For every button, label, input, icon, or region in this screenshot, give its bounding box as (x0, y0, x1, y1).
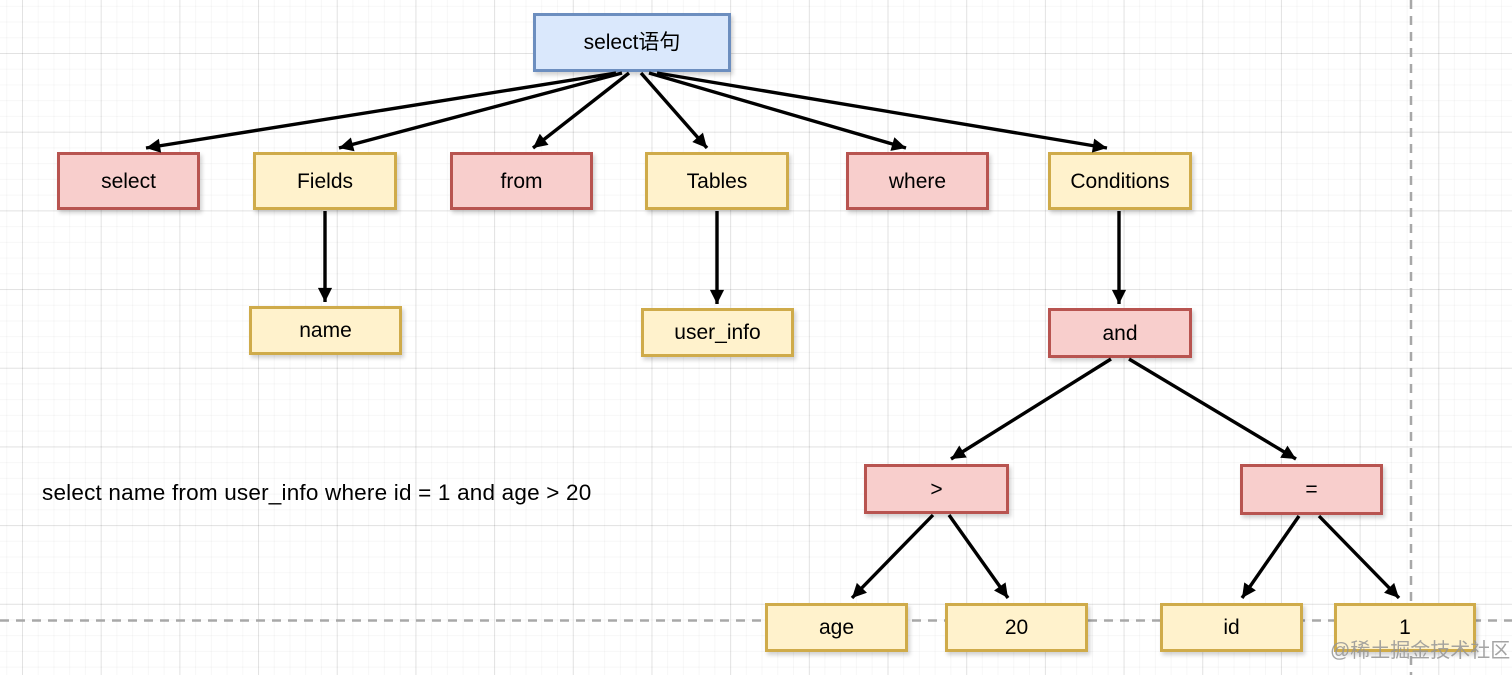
node-user-info-table: user_info (641, 308, 794, 357)
edge-and-eq (1128, 357, 1297, 461)
edge-root-select (145, 71, 617, 153)
node-20-operand: 20 (945, 603, 1088, 652)
edge-root-tables (639, 71, 709, 150)
node-conditions: Conditions (1048, 152, 1192, 210)
node-name-field: name (249, 306, 402, 355)
edge-eq-1 (1317, 514, 1401, 600)
edge-gt-age (850, 513, 935, 600)
node-fields: Fields (253, 152, 397, 210)
edge-and-gt (950, 357, 1112, 461)
node-1-operand: 1 (1334, 603, 1476, 652)
edge-eq-id (1240, 515, 1301, 599)
node-equals-operator: = (1240, 464, 1383, 515)
node-select-statement: select语句 (533, 13, 731, 72)
node-select-keyword: select (57, 152, 200, 210)
sql-example-text: select name from user_info where id = 1 … (42, 480, 592, 505)
node-id-operand: id (1160, 603, 1303, 652)
node-where-keyword: where (846, 152, 989, 210)
edge-root-from (531, 71, 631, 150)
node-from-keyword: from (450, 152, 593, 210)
edge-root-where (648, 71, 907, 151)
edge-gt-20 (947, 514, 1010, 599)
edge-root-conditions (656, 71, 1108, 153)
node-age-operand: age (765, 603, 908, 652)
edge-root-fields (338, 71, 623, 152)
node-greater-than-operator: > (864, 464, 1009, 514)
watermark: @稀土掘金技术社区 (1330, 640, 1511, 662)
node-tables: Tables (645, 152, 789, 210)
node-and-operator: and (1048, 308, 1192, 358)
